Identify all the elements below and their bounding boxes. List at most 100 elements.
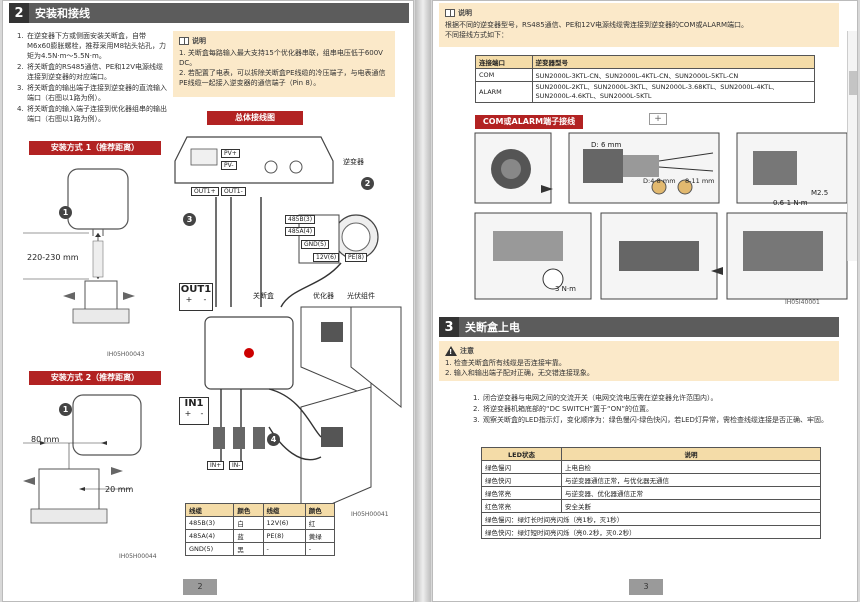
table-header: 线缆: [262, 503, 306, 517]
table-header: 连接端口: [475, 55, 533, 69]
dimension-side: 80 mm: [31, 435, 60, 444]
left-page: 2 安装和接线 1.在逆变器下方或侧面安装关断盒，自带M6x60膨胀螺栓，推荐采…: [2, 0, 414, 602]
figure-id: IH05H00043: [107, 351, 145, 358]
scrollbar[interactable]: [847, 31, 857, 261]
note-text: 根据不同的逆变器型号，RS485通信、PE和12V电源线缆需连接到逆变器的COM…: [445, 21, 748, 29]
method1-drawing: [23, 168, 135, 324]
table-row: COM SUN2000L-3KTL-CN、SUN2000L-4KTL-CN、SU…: [475, 68, 815, 82]
callout-2: 2: [361, 177, 374, 190]
caution-item: 2. 输入和输出端子配对正确，无交错连接现象。: [445, 369, 594, 377]
caution-box: 注意 1. 检查关断盒所有线缆是否连接牢靠。 2. 输入和输出端子配对正确，无交…: [439, 341, 839, 381]
scrollbar-thumb[interactable]: [849, 71, 857, 95]
callout-1b: 1: [59, 403, 72, 416]
screw-size-label: M2.5: [811, 189, 829, 197]
step-item: 2.将关断盒的RS485通信、PE和12V电源线缆连接到逆变器的对应端口。: [17, 63, 164, 81]
in-minus-label: IN-: [229, 461, 244, 470]
pv-plus-label: PV+: [221, 149, 240, 158]
table-row: ALARM SUN2000L-2KTL、SUN2000L-3KTL、SUN200…: [475, 81, 815, 103]
table-header: 逆变器型号: [531, 55, 815, 69]
callout-1: 1: [59, 206, 72, 219]
table-row: 485A(4)蓝 PE(8)黄绿: [184, 529, 336, 543]
pin-gnd: GND(5): [301, 240, 330, 249]
pv-module-label: 光伏组件: [347, 292, 375, 300]
table-row: 绿色常亮与逆变器、优化器通信正常: [481, 486, 821, 500]
section-header-install: 2 安装和接线: [9, 3, 409, 23]
inverter-model-table: 连接端口 逆变器型号 COM SUN2000L-3KTL-CN、SUN2000L…: [475, 55, 815, 103]
method2-label: 安装方式 2（推荐距离）: [29, 371, 161, 385]
table-row: 红色常亮安全关断: [481, 499, 821, 513]
pin-485a: 485A(4): [285, 227, 316, 236]
book-icon: [179, 37, 189, 45]
section-number: 2: [9, 3, 29, 23]
book-spine: [415, 0, 431, 602]
note-box: 说明 1. 关断盒每路输入最大支持15个优化器串联，组串电压低于600V DC。…: [173, 31, 395, 97]
pin-485b: 485B(3): [285, 215, 316, 224]
caution-header: 注意: [445, 346, 833, 357]
wiring-diagram: [174, 136, 402, 517]
poweron-steps: 1.闭合逆变器与电网之间的交流开关（电网交流电压需在逆变器允许范围内）。 2.将…: [473, 393, 839, 426]
torque-label: 0.6-1 N·m: [773, 199, 808, 207]
note-text: 不同接线方式如下：: [445, 31, 508, 39]
step-item: 3.观察关断盒的LED指示灯，变化顺序为：绿色慢闪-绿色快闪，若LED灯异常，需…: [473, 416, 828, 424]
table-row: GND(5)黑 --: [184, 542, 336, 556]
diameter-label: D: 6 mm: [591, 141, 622, 149]
right-page: 说明 根据不同的逆变器型号，RS485通信、PE和12V电源线缆需连接到逆变器的…: [432, 0, 858, 602]
table-row: 绿色快闪与逆变器通信正常，与优化器无通信: [481, 473, 821, 487]
table-footer-row: 绿色慢闪：绿灯长时间亮闪烁（亮1秒，灭1秒）: [481, 512, 821, 526]
step-item: 1.在逆变器下方或侧面安装关断盒，自带M6x60膨胀螺栓，推荐采用M8钻头钻孔，…: [17, 32, 167, 60]
pin-pe: PE(8): [345, 253, 367, 262]
com-alarm-banner: COM或ALARM端子接线: [475, 115, 583, 129]
table-header: 说明: [561, 447, 821, 461]
table-row: 485B(3)白 12V(6)红: [184, 516, 336, 530]
figure-id-2: IH05H00044: [119, 553, 157, 560]
step-item: 4.将关断盒的输入端子连接到优化器组串的输出端口（右图以1路为例）。: [17, 105, 167, 123]
shutdown-box-label: 关断盒: [253, 292, 274, 300]
table-header: 颜色: [233, 503, 264, 517]
torque-label-2: 3 N·m: [555, 285, 576, 293]
note-header: 说明: [179, 36, 389, 46]
cable-color-table: 线缆 颜色 线缆 颜色 485B(3)白 12V(6)红 485A(4)蓝 PE…: [184, 503, 336, 556]
note-item: 2. 若配置了电表，可以拆除关断盒PE线缆的冷压端子，与电表通信PE线缆一起接入…: [179, 69, 386, 87]
led-status-table: LED状态 说明 绿色慢闪上电自检 绿色快闪与逆变器通信正常，与优化器无通信 绿…: [481, 447, 821, 539]
table-row: 绿色慢闪上电自检: [481, 460, 821, 474]
pin-12v: 12V(6): [313, 253, 340, 262]
wiring-diagram-banner: 总体接线图: [207, 111, 303, 125]
callout-3: 3: [183, 213, 196, 226]
inverter-label: 逆变器: [343, 158, 364, 166]
table-header: LED状态: [481, 447, 562, 461]
connector-assembly-drawings: [474, 132, 848, 300]
step-item: 1.闭合逆变器与电网之间的交流开关（电网交流电压需在逆变器允许范围内）。: [473, 394, 718, 402]
in-plus-label: IN+: [207, 461, 225, 470]
callout-4: 4: [267, 433, 280, 446]
caution-item: 1. 检查关断盒所有线缆是否连接牢靠。: [445, 359, 566, 367]
install-steps: 1.在逆变器下方或侧面安装关断盒，自带M6x60膨胀螺栓，推荐采用M8钻头钻孔，…: [17, 31, 167, 125]
out1-minus-label: OUT1-: [221, 187, 246, 196]
step-item: 2.将逆变器机箱底部的“DC SWITCH”置于“ON”的位置。: [473, 405, 653, 413]
optimizer-label: 优化器: [313, 292, 334, 300]
out1-plus-label: OUT1+: [191, 187, 219, 196]
dimension-vertical: 220-230 mm: [27, 253, 79, 262]
section-title: 安装和接线: [35, 7, 90, 20]
method2-drawing: [23, 394, 142, 524]
note-item: 1. 关断盒每路输入最大支持15个优化器串联，组串电压低于600V DC。: [179, 49, 383, 67]
figure-id-3: IH05H00041: [351, 511, 389, 518]
book-icon: [445, 9, 455, 17]
section-header-poweron: 3 关断盒上电: [439, 317, 839, 337]
step-item: 3.将关断盒的输出端子连接到逆变器的直流输入端口（右图以1路为例）。: [17, 84, 167, 102]
section-number: 3: [439, 317, 459, 337]
note-box-right: 说明 根据不同的逆变器型号，RS485通信、PE和12V电源线缆需连接到逆变器的…: [439, 3, 839, 47]
figure-id: IH05I40001: [785, 299, 820, 306]
table-header: 线缆: [184, 503, 235, 517]
table-footer-row: 绿色快闪：绿灯短时间亮闪烁（亮0.2秒，灭0.2秒）: [481, 525, 821, 539]
page-number: 3: [629, 579, 663, 595]
table-header: 颜色: [304, 503, 336, 517]
section-title: 关断盒上电: [465, 321, 520, 334]
diameter-label-3: 8-11 mm: [685, 177, 715, 185]
page-number: 2: [183, 579, 217, 595]
note-header: 说明: [445, 8, 833, 18]
warning-icon: [445, 346, 457, 357]
dimension-gap: 20 mm: [105, 485, 134, 494]
out1-terminal: OUT1 + -: [179, 283, 213, 311]
add-button[interactable]: +: [649, 113, 667, 125]
method1-label: 安装方式 1（推荐距离）: [29, 141, 161, 155]
